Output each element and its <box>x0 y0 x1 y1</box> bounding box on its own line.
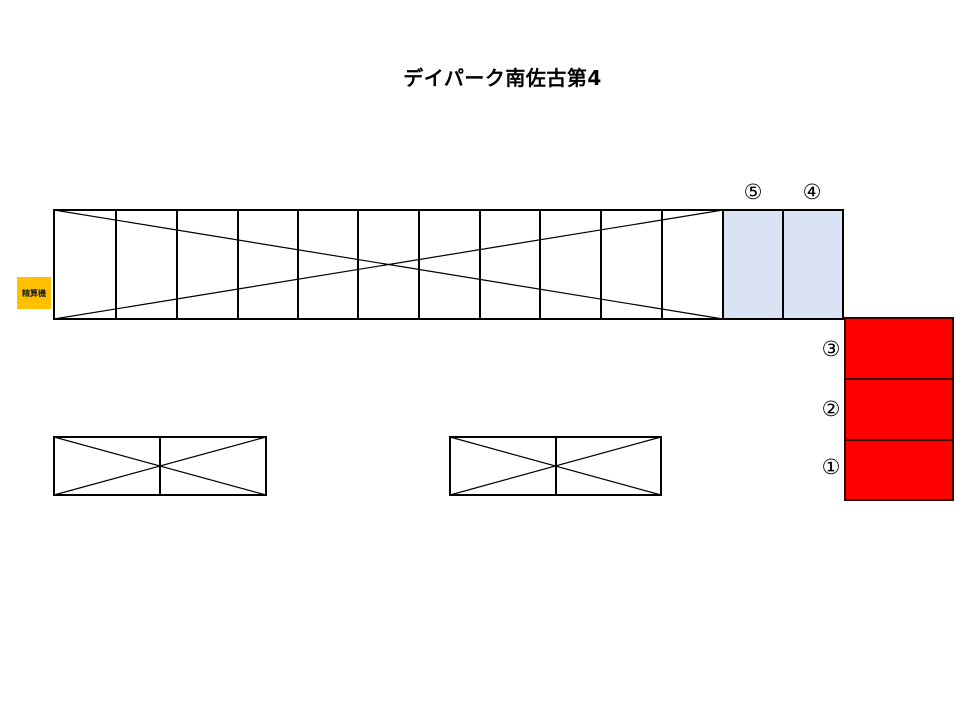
unavailable-area-bottom-middle <box>449 436 662 496</box>
slot-label-2: ② <box>821 397 841 421</box>
parking-slot-1[interactable] <box>844 439 954 501</box>
cross-out-mark <box>449 436 662 496</box>
page-title: デイパーク南佐古第4 <box>403 66 602 90</box>
payment-machine-label: 精算機 <box>22 288 46 298</box>
cross-out-mark <box>53 436 267 496</box>
unavailable-area-top-strip <box>53 209 724 320</box>
parking-slot-4[interactable] <box>782 209 844 320</box>
slot-label-4: ④ <box>802 180 822 204</box>
slot-label-3: ③ <box>821 337 841 361</box>
parking-slot-2[interactable] <box>844 378 954 441</box>
payment-machine: 精算機 <box>17 277 51 309</box>
slot-label-1: ① <box>821 455 841 479</box>
slot-label-5: ⑤ <box>743 180 763 204</box>
cross-out-mark <box>53 209 724 320</box>
parking-slot-5[interactable] <box>722 209 784 320</box>
parking-slot-3[interactable] <box>844 317 954 380</box>
unavailable-area-bottom-left <box>53 436 267 496</box>
